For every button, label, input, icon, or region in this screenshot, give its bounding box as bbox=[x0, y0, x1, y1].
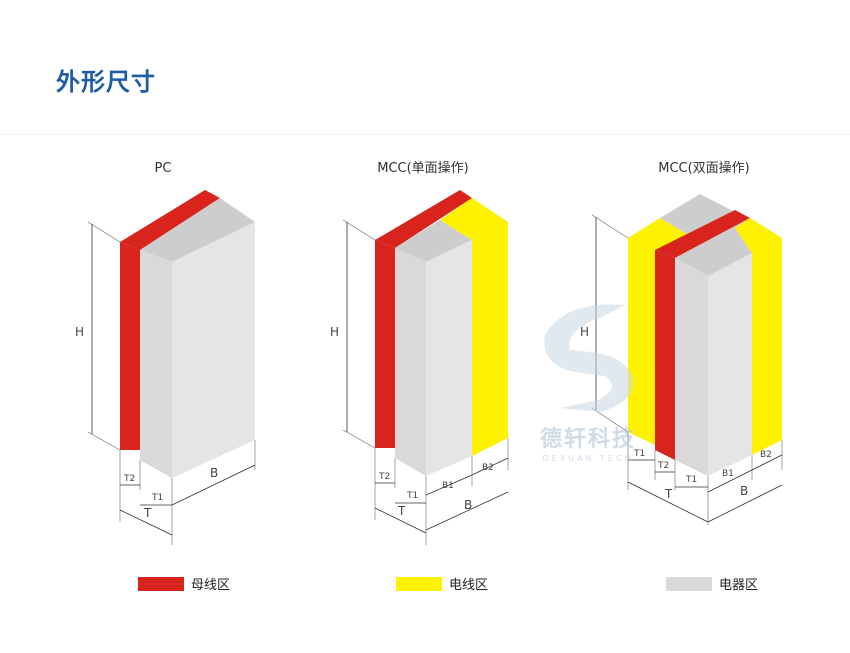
mcc1-device-side bbox=[426, 240, 472, 476]
mcc2-busbar-top bbox=[655, 210, 750, 258]
cabinet-mcc-double-caption: MCC(双面操作) bbox=[658, 160, 750, 176]
legend-label-busbar: 母线区 bbox=[191, 578, 230, 593]
mcc2-busbar-front bbox=[655, 250, 675, 460]
mcc2-t1-front-label: T1 bbox=[685, 475, 697, 485]
mcc2-b1-label: B1 bbox=[722, 469, 734, 479]
title-divider bbox=[0, 134, 850, 135]
watermark-sub: DEXUAN TECH bbox=[542, 454, 633, 463]
pc-device-front bbox=[140, 250, 172, 478]
pc-busbar-front bbox=[120, 242, 140, 450]
pc-t-label: T bbox=[143, 506, 152, 520]
legend-item-busbar: 母线区 bbox=[138, 577, 230, 593]
mcc1-cable-side bbox=[472, 222, 508, 456]
legend-label-cable: 电线区 bbox=[449, 578, 488, 593]
pc-busbar-top bbox=[120, 190, 220, 250]
mcc1-device-top bbox=[395, 220, 472, 262]
mcc1-device-front bbox=[395, 248, 426, 476]
mcc1-cable-top bbox=[440, 198, 508, 240]
legend-item-cable: 电线区 bbox=[396, 577, 488, 593]
mcc2-height-label: H bbox=[580, 325, 589, 339]
cabinet-mcc-single-caption: MCC(单面操作) bbox=[377, 160, 469, 176]
mcc2-t1-back-label: T1 bbox=[633, 449, 645, 459]
cabinet-pc: PC H T2 T1 T B bbox=[75, 161, 256, 545]
mcc2-b-label: B bbox=[740, 484, 748, 498]
pc-t2-label: T2 bbox=[123, 474, 135, 484]
cabinet-mcc-double: MCC(双面操作) H T1 T2 T1 T B1 B2 B bbox=[580, 160, 783, 525]
mcc2-t2-label: T2 bbox=[657, 461, 669, 471]
legend-swatch-device bbox=[666, 577, 712, 591]
mcc1-t2-label: T2 bbox=[378, 472, 390, 482]
legend-label-device: 电器区 bbox=[719, 578, 758, 593]
mcc1-b-label: B bbox=[464, 498, 472, 512]
pc-height-label: H bbox=[75, 325, 84, 339]
pc-device-side bbox=[172, 222, 255, 478]
mcc1-busbar-front bbox=[375, 240, 395, 448]
mcc2-b2-label: B2 bbox=[760, 450, 772, 460]
mcc2-device-front bbox=[675, 258, 708, 476]
mcc1-busbar-top bbox=[375, 190, 472, 248]
legend-item-device: 电器区 bbox=[666, 577, 758, 593]
pc-t1-label: T1 bbox=[151, 493, 163, 503]
pc-b-label: B bbox=[210, 466, 218, 480]
watermark-name: 德轩科技 bbox=[540, 426, 636, 452]
mcc2-cable-side bbox=[752, 238, 782, 455]
legend-swatch-busbar bbox=[138, 577, 184, 591]
mcc2-device-top-back bbox=[660, 194, 735, 236]
mcc2-t-label: T bbox=[664, 487, 673, 501]
mcc1-b1-label: B1 bbox=[442, 481, 454, 491]
mcc1-t-label: T bbox=[397, 504, 406, 518]
pc-device-top bbox=[140, 198, 255, 262]
mcc1-height-label: H bbox=[330, 325, 339, 339]
mcc1-t1-label: T1 bbox=[406, 491, 418, 501]
mcc2-cable-top-front bbox=[735, 218, 782, 253]
legend: 母线区 电线区 电器区 bbox=[138, 577, 758, 593]
legend-swatch-cable bbox=[396, 577, 442, 591]
mcc1-b2-label: B2 bbox=[482, 463, 494, 473]
watermark-logo-icon bbox=[544, 304, 634, 412]
mcc2-cable-front bbox=[628, 238, 655, 445]
page-title: 外形尺寸 bbox=[56, 68, 156, 96]
cabinet-mcc-single: MCC(单面操作) H T2 T1 T B1 B2 B bbox=[330, 160, 509, 545]
watermark: 德轩科技 DEXUAN TECH bbox=[540, 304, 636, 463]
mcc2-device-side bbox=[708, 253, 752, 476]
cabinet-pc-caption: PC bbox=[155, 161, 172, 176]
